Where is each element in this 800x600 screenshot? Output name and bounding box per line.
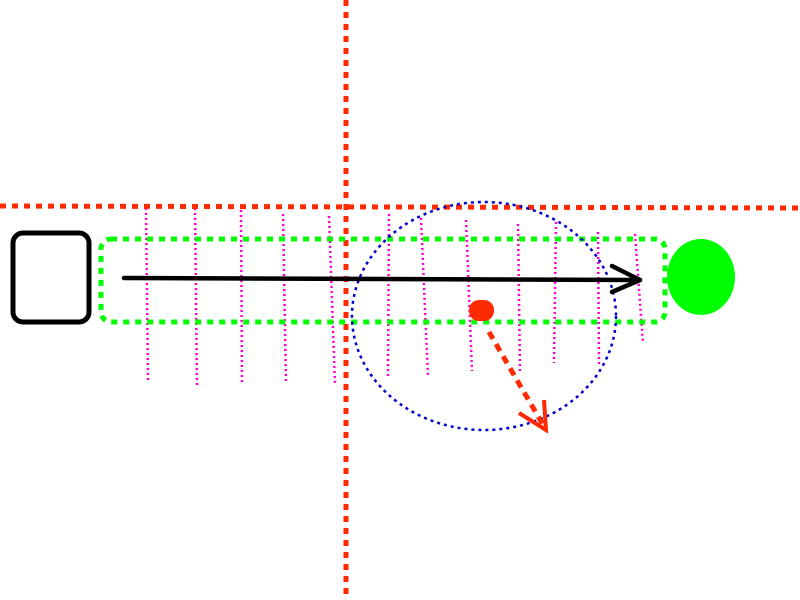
black-arrow [121, 263, 643, 295]
green-ellipse [667, 239, 735, 315]
hatch-line [327, 215, 337, 385]
hatch-line [552, 221, 558, 364]
hatch-line [596, 231, 601, 366]
rounded-square [10, 230, 92, 325]
red-dot [469, 300, 494, 321]
green-dotted-lane [98, 236, 668, 325]
hatch-line [633, 233, 645, 344]
hatch-line [516, 223, 522, 374]
magenta-hatch-lines [144, 207, 645, 387]
red-dashed-arrow [486, 330, 549, 434]
hatch-line [464, 219, 474, 372]
horizontal-dotted-line [0, 203, 800, 211]
blue-dotted-circle [350, 200, 618, 432]
hatch-line [239, 209, 244, 383]
hatch-line [144, 207, 150, 383]
hatch-line [193, 207, 199, 387]
hatch-line [419, 217, 430, 378]
hatch-line [386, 213, 391, 378]
hatch-line [281, 213, 288, 385]
